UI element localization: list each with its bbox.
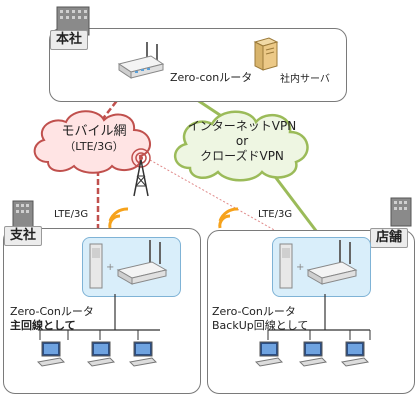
vpn-cloud-line2: or <box>235 134 249 148</box>
shop-label: 店舗 <box>370 228 409 248</box>
wifi-signal-icon <box>218 207 239 229</box>
pc-icon <box>128 341 158 367</box>
antenna-tower-icon <box>131 148 151 197</box>
hq-box <box>49 28 347 102</box>
shop-lan-network <box>267 294 371 340</box>
shop-router-label: Zero-Conルータ <box>212 305 296 318</box>
hq-router-label: Zero-conルータ <box>170 71 253 84</box>
hq-server-label: 社内サーバ <box>280 74 330 85</box>
hq-label: 本社 <box>50 30 89 50</box>
vpn-cloud-label: インターネットVPN or クローズドVPN <box>182 119 302 164</box>
vpn-link-shop <box>268 169 325 241</box>
mobile-cloud-label: モバイル網 （LTE/3G） <box>44 124 144 154</box>
pc-icon <box>340 341 370 367</box>
branch-role-label: 主回線として <box>10 319 76 332</box>
branch-lan-network <box>39 294 160 340</box>
building-icon <box>12 200 34 228</box>
svg-text:+: + <box>106 262 114 273</box>
router-icon <box>117 42 165 79</box>
branch-link-label: LTE/3G <box>54 209 89 220</box>
server-icon <box>253 37 279 71</box>
wifi-signal-icon <box>108 207 129 229</box>
shop-link-label: LTE/3G <box>258 209 293 220</box>
branch-label: 支社 <box>4 226 43 246</box>
pc-icon <box>254 341 284 367</box>
lte-router-icon: + <box>279 240 358 289</box>
lte-router-icon: + <box>89 240 168 289</box>
vpn-cloud-line3: クローズドVPN <box>200 149 284 163</box>
vpn-cloud-shape <box>174 110 309 182</box>
mobile-cloud-shape <box>33 110 151 174</box>
mobile-cloud-line2: （LTE/3G） <box>64 140 124 153</box>
building-icon <box>390 197 412 227</box>
pc-icon <box>298 341 328 367</box>
pc-icon <box>86 341 116 367</box>
mobile-cloud-line1: モバイル網 <box>61 124 127 139</box>
shop-role-label: BackUp回線として <box>212 319 309 332</box>
vpn-cloud-line1: インターネットVPN <box>187 119 297 133</box>
mobile-link-shop <box>149 159 293 241</box>
pc-icon <box>36 341 66 367</box>
svg-text:+: + <box>296 262 304 273</box>
branch-router-label: Zero-Conルータ <box>10 305 94 318</box>
